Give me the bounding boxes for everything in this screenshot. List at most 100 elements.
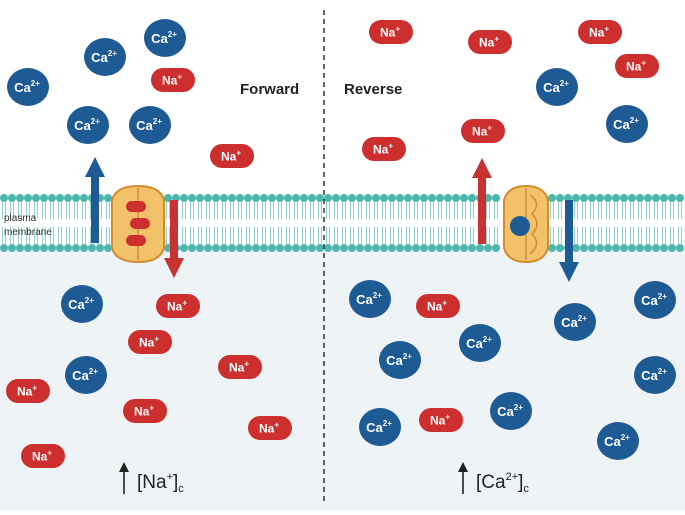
svg-text:Ca2+: Ca2+ (613, 116, 639, 132)
calcium-ion: Ca2+ (536, 68, 578, 106)
svg-text:Na+: Na+ (472, 124, 492, 139)
svg-text:Na+: Na+ (479, 35, 499, 50)
ions-layer: Ca2+ Ca2+ Ca2+ Ca2+ Ca2+ Na+ Na+ Ca2+ Ca2+ Na+ Na+… (6, 19, 676, 468)
sodium-ion: Na+ (362, 137, 406, 161)
svg-text:Na+: Na+ (134, 404, 154, 419)
exchanger-reverse (503, 184, 549, 264)
svg-text:Ca2+: Ca2+ (68, 296, 94, 312)
calcium-ion: Ca2+ (349, 280, 391, 318)
calcium-ion: Ca2+ (359, 408, 401, 446)
sodium-ion: Na+ (461, 119, 505, 143)
arrow-na-in-forward (164, 200, 184, 278)
conc-ca-close: ] (518, 472, 523, 493)
sodium-ion: Na+ (21, 444, 65, 468)
na-bound-2 (130, 218, 150, 229)
svg-text:Ca2+: Ca2+ (91, 49, 117, 65)
cytoplasm-area (0, 250, 685, 510)
na-bound-1 (126, 201, 146, 212)
calcium-ion: Ca2+ (554, 303, 596, 341)
membrane-label-line2: membrane (4, 227, 52, 238)
calcium-ion: Ca2+ (129, 106, 171, 144)
sodium-ion: Na+ (369, 20, 413, 44)
membrane-label-line1: plasma (4, 213, 37, 224)
sodium-ion: Na+ (578, 20, 622, 44)
sodium-ion: Na+ (419, 408, 463, 432)
calcium-ion: Ca2+ (490, 392, 532, 430)
sodium-ion: Na+ (123, 399, 167, 423)
sodium-ion: Na+ (416, 294, 460, 318)
arrow-ca-out-forward (85, 157, 105, 243)
svg-text:Na+: Na+ (17, 384, 37, 399)
calcium-ion: Ca2+ (84, 38, 126, 76)
svg-text:Ca2+: Ca2+ (136, 117, 162, 133)
svg-text:[Na+]c: [Na+]c (137, 471, 184, 495)
na-bound-3 (126, 235, 146, 246)
svg-text:Ca2+: Ca2+ (14, 79, 40, 95)
svg-text:Ca2+: Ca2+ (72, 367, 98, 383)
svg-text:Ca2+: Ca2+ (604, 433, 630, 449)
svg-text:Na+: Na+ (139, 335, 159, 350)
svg-text:Na+: Na+ (430, 413, 450, 428)
svg-text:Na+: Na+ (589, 25, 609, 40)
calcium-ion: Ca2+ (606, 105, 648, 143)
calcium-ion: Ca2+ (67, 106, 109, 144)
svg-text:[Ca2+]c: [Ca2+]c (476, 471, 529, 495)
svg-text:Ca2+: Ca2+ (151, 30, 177, 46)
svg-text:Na+: Na+ (167, 299, 187, 314)
calcium-ion: Ca2+ (65, 356, 107, 394)
svg-text:Ca2+: Ca2+ (561, 314, 587, 330)
svg-text:Na+: Na+ (380, 25, 400, 40)
sodium-ion: Na+ (468, 30, 512, 54)
sodium-ion: Na+ (248, 416, 292, 440)
svg-text:Ca2+: Ca2+ (497, 403, 523, 419)
svg-text:Na+: Na+ (626, 59, 646, 74)
svg-text:Na+: Na+ (221, 149, 241, 164)
forward-title: Forward (240, 81, 299, 98)
reverse-title: Reverse (344, 81, 402, 98)
svg-text:Ca2+: Ca2+ (74, 117, 100, 133)
exchanger-forward (111, 184, 165, 264)
sodium-ion: Na+ (218, 355, 262, 379)
conc-ca-symbol: [Ca (476, 472, 506, 493)
calcium-ion: Ca2+ (597, 422, 639, 460)
arrow-na-out-reverse (472, 158, 492, 244)
svg-text:Na+: Na+ (427, 299, 447, 314)
svg-text:Na+: Na+ (373, 142, 393, 157)
svg-text:Na+: Na+ (162, 73, 182, 88)
sodium-ion: Na+ (6, 379, 50, 403)
svg-text:Ca2+: Ca2+ (366, 419, 392, 435)
conc-na-symbol: [Na (137, 472, 167, 493)
calcium-ion: Ca2+ (459, 324, 501, 362)
plasma-membrane (0, 194, 684, 252)
conc-ca-label: [Ca2+]c (458, 462, 529, 495)
conc-na-label: [Na+]c (119, 462, 184, 495)
sodium-ion: Na+ (128, 330, 172, 354)
calcium-ion: Ca2+ (634, 356, 676, 394)
svg-text:Ca2+: Ca2+ (466, 335, 492, 351)
sodium-ion: Na+ (156, 294, 200, 318)
conc-na-close: ] (173, 472, 178, 493)
conc-ca-sub: c (523, 483, 529, 495)
conc-na-sub: c (178, 483, 184, 495)
svg-text:Ca2+: Ca2+ (386, 352, 412, 368)
svg-text:Ca2+: Ca2+ (543, 79, 569, 95)
ca-bound (510, 216, 530, 236)
svg-text:Na+: Na+ (259, 421, 279, 436)
sodium-ion: Na+ (615, 54, 659, 78)
svg-text:Na+: Na+ (32, 449, 52, 464)
svg-text:Na+: Na+ (229, 360, 249, 375)
conc-na-charge: + (167, 471, 173, 483)
conc-ca-charge: 2+ (506, 471, 519, 483)
svg-text:Ca2+: Ca2+ (356, 291, 382, 307)
calcium-ion: Ca2+ (634, 281, 676, 319)
calcium-ion: Ca2+ (61, 285, 103, 323)
arrow-ca-in-reverse (559, 200, 579, 282)
calcium-ion: Ca2+ (144, 19, 186, 57)
calcium-ion: Ca2+ (379, 341, 421, 379)
svg-text:Ca2+: Ca2+ (641, 292, 667, 308)
sodium-ion: Na+ (151, 68, 195, 92)
svg-text:Ca2+: Ca2+ (641, 367, 667, 383)
calcium-ion: Ca2+ (7, 68, 49, 106)
